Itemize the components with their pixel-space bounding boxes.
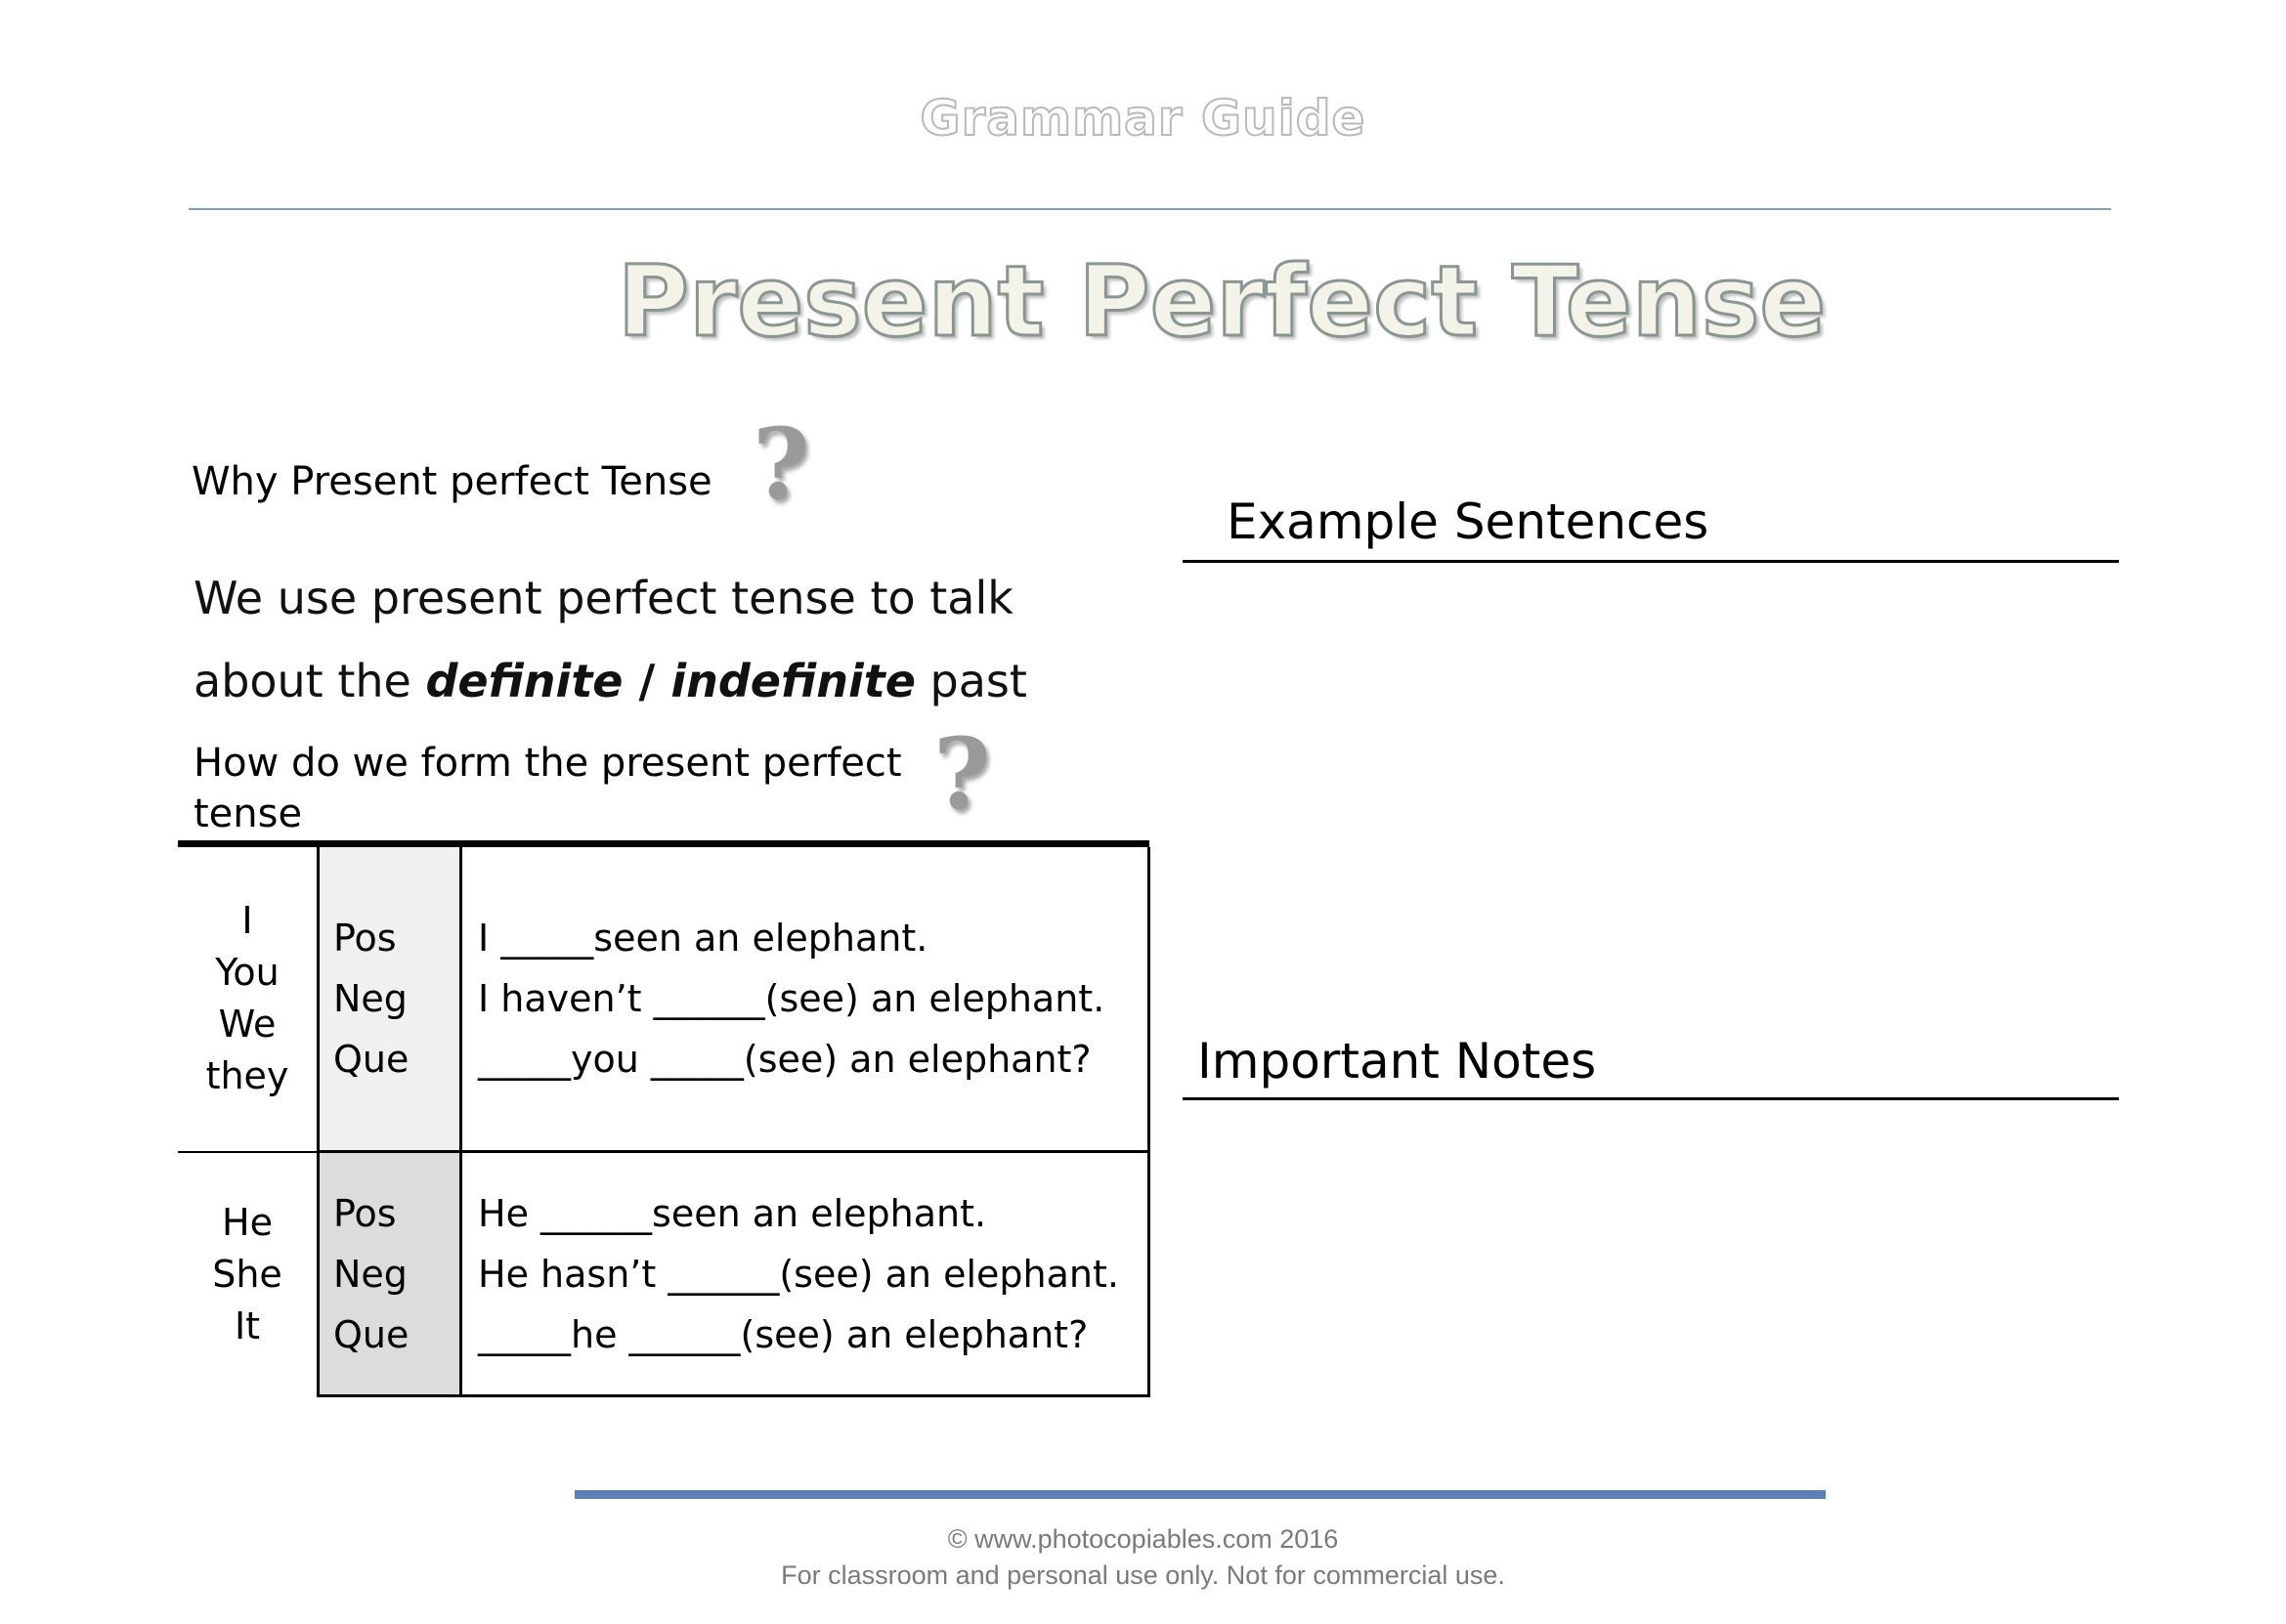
footer-divider — [575, 1490, 1826, 1499]
example-cell: He ______seen an elephant. He hasn’t ___… — [460, 1151, 1150, 1397]
formation-table: I You We they Pos Neg Que I _____seen an… — [178, 840, 1150, 1397]
sentence-type-cell: Pos Neg Que — [317, 1151, 462, 1397]
question-mark-icon: ? — [933, 716, 991, 832]
example-sentences-underline — [1183, 560, 2119, 563]
table-row: I You We they Pos Neg Que I _____seen an… — [178, 847, 1150, 1153]
header-title: Grammar Guide — [920, 89, 1366, 148]
important-notes-underline — [1183, 1097, 2119, 1100]
definite-word: definite — [425, 655, 624, 707]
how-heading: How do we form the present perfect tense — [194, 741, 902, 836]
why-heading: Why Present perfect Tense — [192, 459, 712, 504]
sentence-type-cell: Pos Neg Que — [317, 847, 462, 1153]
example-cell: I _____seen an elephant. I haven’t _____… — [460, 847, 1150, 1153]
why-answer-line1: We use present perfect tense to talk — [194, 572, 1014, 624]
important-notes-heading: Important Notes — [1197, 1033, 1597, 1090]
indefinite-word: indefinite — [670, 655, 916, 707]
header-divider — [189, 208, 2111, 210]
example-sentences-heading: Example Sentences — [1227, 493, 1709, 550]
why-answer-line2: about the definite / indefinite past — [194, 655, 1027, 707]
footer-copyright: © www.photocopiables.com 2016 — [947, 1524, 1339, 1554]
question-mark-icon: ? — [753, 406, 810, 522]
pronoun-cell: He She It — [212, 1200, 282, 1347]
page-title: Present Perfect Tense — [616, 243, 1828, 361]
table-row: He She It Pos Neg Que He ______seen an e… — [178, 1151, 1150, 1397]
pronoun-cell: I You We they — [178, 847, 319, 1153]
footer-usage-note: For classroom and personal use only. Not… — [781, 1560, 1505, 1590]
